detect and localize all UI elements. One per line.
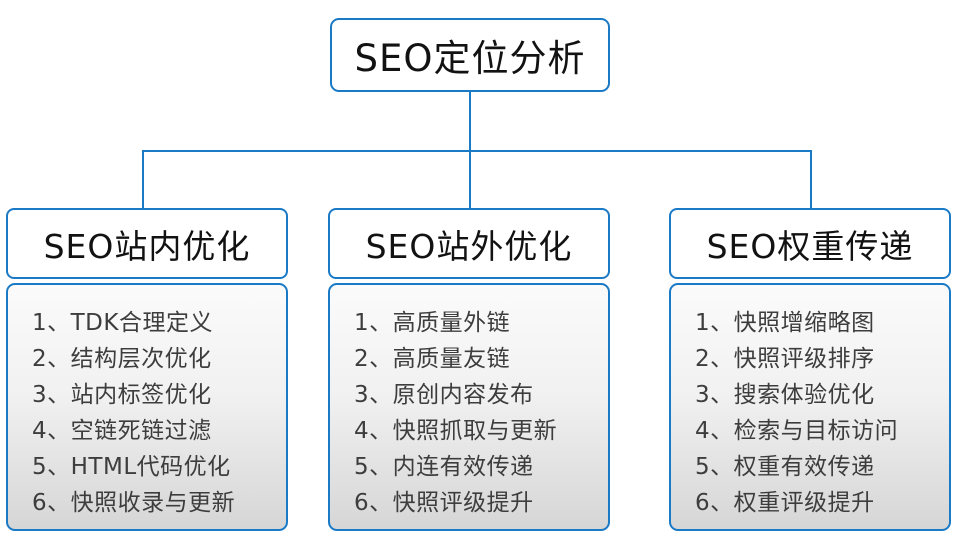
list-item: 2、快照评级排序 <box>695 346 875 372</box>
branch-onsite-list: 1、TDK合理定义 2、结构层次优化 3、站内标签优化 4、空链死链过滤 5、H… <box>6 283 288 531</box>
list-item: 5、HTML代码优化 <box>32 454 231 480</box>
list-item: 2、高质量友链 <box>354 346 511 372</box>
list-item: 5、内连有效传递 <box>354 454 534 480</box>
branch-weight-header: SEO权重传递 <box>669 208 951 279</box>
list-item: 3、原创内容发布 <box>354 382 534 408</box>
list-item: 1、高质量外链 <box>354 310 511 336</box>
connector-drop-left <box>142 150 144 208</box>
list-item: 5、权重有效传递 <box>695 454 875 480</box>
branch-offsite-list: 1、高质量外链 2、高质量友链 3、原创内容发布 4、快照抓取与更新 5、内连有… <box>328 283 610 531</box>
branch-weight-list: 1、快照增缩略图 2、快照评级排序 3、搜索体验优化 4、检索与目标访问 5、权… <box>669 283 951 531</box>
branch-weight-transfer: SEO权重传递 1、快照增缩略图 2、快照评级排序 3、搜索体验优化 4、检索与… <box>669 208 951 531</box>
connector-horizontal-bar <box>142 150 812 152</box>
root-node-label: SEO定位分析 <box>354 37 586 80</box>
branch-onsite-optimization: SEO站内优化 1、TDK合理定义 2、结构层次优化 3、站内标签优化 4、空链… <box>6 208 288 531</box>
list-item: 4、快照抓取与更新 <box>354 418 558 444</box>
connector-drop-right <box>810 150 812 208</box>
list-item: 6、权重评级提升 <box>695 490 875 516</box>
list-item: 6、快照评级提升 <box>354 490 534 516</box>
list-item: 3、站内标签优化 <box>32 382 212 408</box>
branch-onsite-title: SEO站内优化 <box>43 226 251 266</box>
root-node-seo-positioning-analysis: SEO定位分析 <box>330 18 610 92</box>
list-item: 4、空链死链过滤 <box>32 418 212 444</box>
branch-weight-title: SEO权重传递 <box>706 226 914 266</box>
list-item: 1、快照增缩略图 <box>695 310 875 336</box>
list-item: 6、快照收录与更新 <box>32 490 236 516</box>
branch-onsite-header: SEO站内优化 <box>6 208 288 279</box>
branch-offsite-optimization: SEO站外优化 1、高质量外链 2、高质量友链 3、原创内容发布 4、快照抓取与… <box>328 208 610 531</box>
list-item: 2、结构层次优化 <box>32 346 212 372</box>
list-item: 3、搜索体验优化 <box>695 382 875 408</box>
connector-root-stem <box>469 92 471 150</box>
list-item: 1、TDK合理定义 <box>32 310 213 336</box>
connector-drop-middle <box>469 150 471 208</box>
list-item: 4、检索与目标访问 <box>695 418 899 444</box>
branch-offsite-header: SEO站外优化 <box>328 208 610 279</box>
branch-offsite-title: SEO站外优化 <box>365 226 573 266</box>
